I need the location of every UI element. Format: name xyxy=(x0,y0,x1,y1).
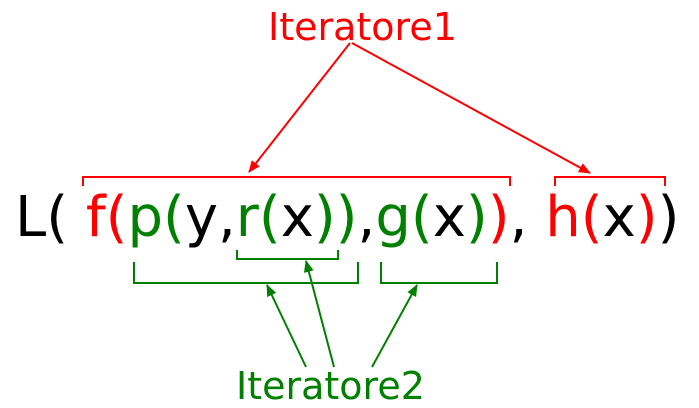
expression-token: ( xyxy=(580,185,603,250)
iterator2-bracket-p xyxy=(133,262,359,284)
expression-token: x xyxy=(432,185,466,250)
expression-token: L( xyxy=(15,185,69,250)
expression-token: p xyxy=(127,185,163,250)
iterator1-arrow-to-h xyxy=(351,42,591,174)
expression-token: ( xyxy=(410,185,433,250)
expression-token: ( xyxy=(162,185,185,250)
expression-token: r xyxy=(235,185,259,250)
expression-token: y, xyxy=(184,185,236,250)
iterator2-bracket-r xyxy=(236,250,339,260)
expression-token: x xyxy=(602,185,636,250)
expression-token: ( xyxy=(105,185,128,250)
iterator1-bracket-h xyxy=(554,176,666,186)
iterator1-arrow-to-f xyxy=(248,42,351,173)
iterator1-label: Iteratore1 xyxy=(268,5,457,49)
expression-token: , xyxy=(357,185,376,250)
expression-token: ) xyxy=(657,185,680,250)
expression-token: ( xyxy=(258,185,281,250)
expression: L( f(p(y,r(x)),g(x)), h(x)) xyxy=(15,190,679,246)
iterator2-arrow-to-p xyxy=(266,284,307,368)
expression-token: h xyxy=(545,185,581,250)
expression-token: f xyxy=(85,185,106,250)
expression-token: ) xyxy=(487,185,510,250)
iterator2-bracket-g xyxy=(380,262,498,284)
expression-token: ) xyxy=(635,185,658,250)
expression-token: x xyxy=(280,185,314,250)
expression-token: , xyxy=(509,185,546,250)
iterator2-arrow-to-r xyxy=(303,260,335,368)
iterator1-bracket-f xyxy=(82,176,511,186)
expression-token: g xyxy=(375,185,411,250)
iterator2-arrow-to-g xyxy=(371,284,418,368)
expression-token: )) xyxy=(313,185,358,250)
iterator2-label: Iteratore2 xyxy=(236,364,425,408)
expression-token xyxy=(68,185,86,250)
expression-token: ) xyxy=(465,185,488,250)
